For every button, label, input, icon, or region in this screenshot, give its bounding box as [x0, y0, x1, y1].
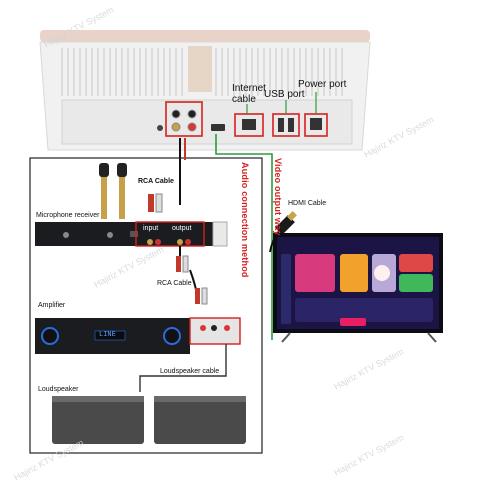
tv-device — [273, 233, 443, 343]
microphone-receiver — [35, 221, 228, 247]
usb-port-label: USB port — [264, 89, 305, 100]
amp-display-text: LINE — [99, 331, 116, 339]
loudspeaker-cable-label: Loudspeaker cable — [160, 368, 220, 375]
ktv-box — [39, 30, 371, 151]
output-label: output — [172, 225, 192, 232]
power-port-label: Power port — [298, 79, 347, 90]
microphones — [99, 163, 127, 219]
microphone-receiver-label: Microphone receiver — [36, 212, 100, 219]
hdmi-cable-label: HDMI Cable — [288, 200, 327, 207]
input-label: input — [143, 225, 159, 232]
amplifier-device — [35, 317, 241, 354]
internet-cable-label: Internet cable — [232, 83, 266, 105]
rca-cable-mid-label: RCA Cable — [157, 280, 192, 287]
rca-cable-top-label: RCA Cable — [138, 178, 174, 185]
audio-frame — [29, 157, 263, 454]
video-output-way-label: Video output way — [273, 158, 283, 236]
audio-connection-method-label: Audio connection method — [240, 162, 250, 278]
loudspeaker-label: Loudspeaker — [38, 386, 79, 393]
loudspeakers — [52, 396, 246, 444]
amplifier-label: Amplifier — [38, 302, 66, 309]
